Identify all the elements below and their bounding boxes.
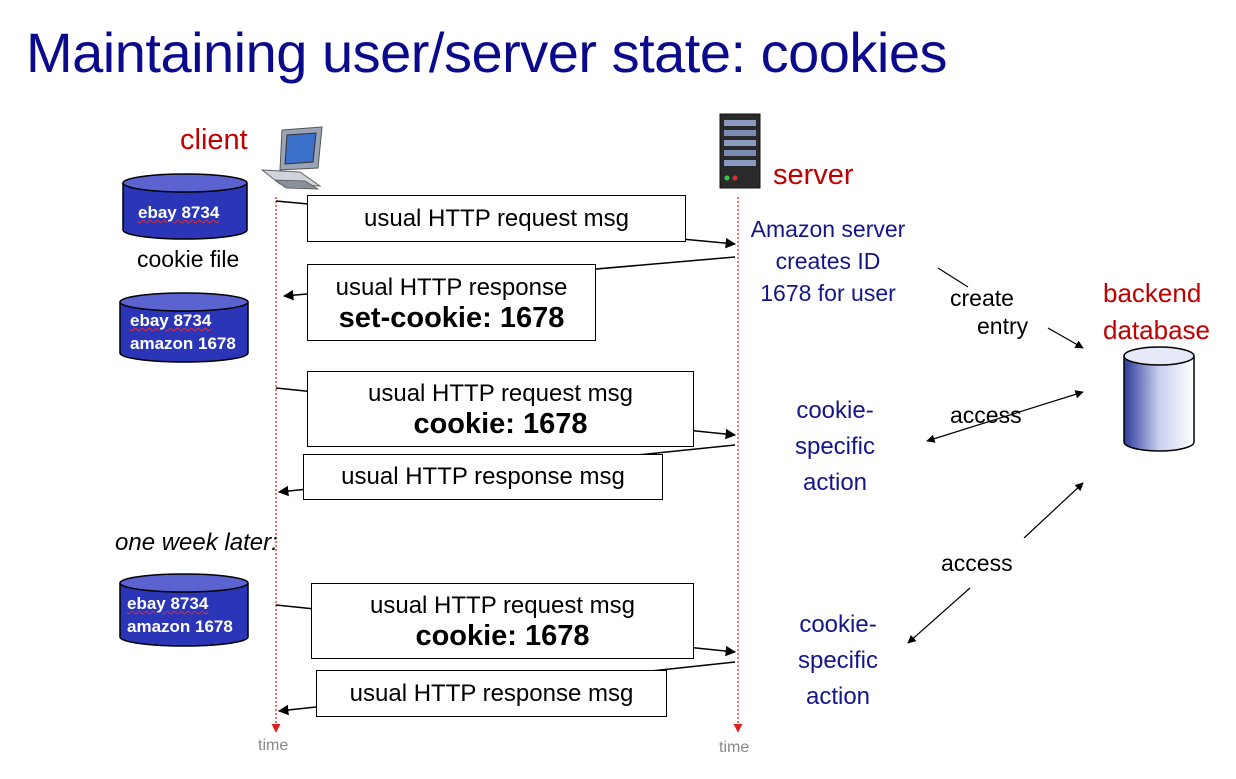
cookie-file-cylinder-3: [119, 573, 249, 647]
arrow-create-entry-head: [1047, 327, 1084, 349]
message-text: usual HTTP response: [335, 273, 568, 301]
message-box-request-cookie-2: usual HTTP request msg cookie: 1678: [311, 583, 694, 659]
server-icon: [719, 113, 761, 189]
note-line: action: [802, 469, 868, 496]
note-line: cookie-: [799, 611, 877, 638]
cookie-file-2-text: ebay 8734 amazon 1678: [130, 309, 236, 355]
cookie-file-cylinder-1: [122, 173, 248, 240]
message-box-response-setcookie: usual HTTP response set-cookie: 1678: [307, 264, 596, 341]
note-line: 1678 for user: [760, 280, 896, 306]
time-label-client: time: [258, 737, 289, 754]
server-label: server: [773, 159, 854, 191]
note-line: creates ID: [775, 248, 881, 274]
arrow-access-1: [926, 390, 1084, 443]
access-label-1: access: [950, 402, 1022, 428]
message-box-request-1: usual HTTP request msg: [307, 195, 686, 242]
message-text: usual HTTP request msg: [364, 204, 629, 232]
cookie-entry-amazon: amazon 1678: [130, 334, 236, 353]
client-label: client: [180, 124, 248, 156]
arrow-create-entry: [937, 267, 969, 288]
cookie-file-label: cookie file: [137, 246, 240, 272]
note-line: cookie-: [796, 397, 874, 424]
cookie-entry-ebay: ebay 8734: [127, 594, 209, 613]
cookie-header: cookie: 1678: [415, 620, 590, 652]
server-note-action-1: cookie- specific action: [780, 393, 890, 501]
set-cookie-header: set-cookie: 1678: [338, 301, 565, 334]
cookie-file-3-text: ebay 8734 amazon 1678: [127, 592, 233, 638]
backend-label-line1: backend: [1103, 278, 1202, 308]
client-computer-icon: [260, 126, 323, 190]
page-title: Maintaining user/server state: cookies: [26, 21, 948, 84]
server-note-action-2: cookie- specific action: [783, 607, 893, 715]
message-text: usual HTTP response msg: [349, 679, 634, 707]
message-box-response-3: usual HTTP response msg: [316, 670, 667, 717]
message-text: usual HTTP response msg: [341, 463, 625, 490]
message-box-response-2: usual HTTP response msg: [303, 454, 663, 500]
cookie-file-1-text: ebay 8734: [138, 201, 219, 224]
server-note-creates-id: Amazon server creates ID 1678 for user: [745, 213, 911, 309]
arrow-access-2-lower: [907, 587, 971, 644]
message-text: usual HTTP request msg: [368, 380, 633, 407]
cookie-entry-ebay: ebay 8734: [138, 203, 220, 222]
arrow-access-2-upper: [1023, 482, 1084, 539]
cookie-header: cookie: 1678: [413, 408, 588, 440]
note-line: specific: [794, 433, 876, 460]
entry-label: entry: [977, 313, 1029, 339]
message-text: usual HTTP request msg: [370, 592, 635, 619]
note-line: action: [805, 683, 871, 710]
backend-database-cylinder: [1123, 346, 1195, 452]
cookie-file-cylinder-2: [119, 292, 249, 363]
time-label-server: time: [719, 739, 750, 756]
cookie-entry-amazon: amazon 1678: [127, 617, 233, 636]
access-label-2: access: [941, 550, 1013, 576]
backend-label-line2: database: [1103, 315, 1210, 345]
one-week-later-label: one week later:: [115, 529, 278, 556]
note-line: Amazon server: [750, 216, 906, 242]
create-label: create: [950, 285, 1014, 311]
note-line: specific: [797, 647, 879, 674]
cookie-entry-ebay: ebay 8734: [130, 311, 212, 330]
message-box-request-cookie-1: usual HTTP request msg cookie: 1678: [307, 371, 694, 447]
